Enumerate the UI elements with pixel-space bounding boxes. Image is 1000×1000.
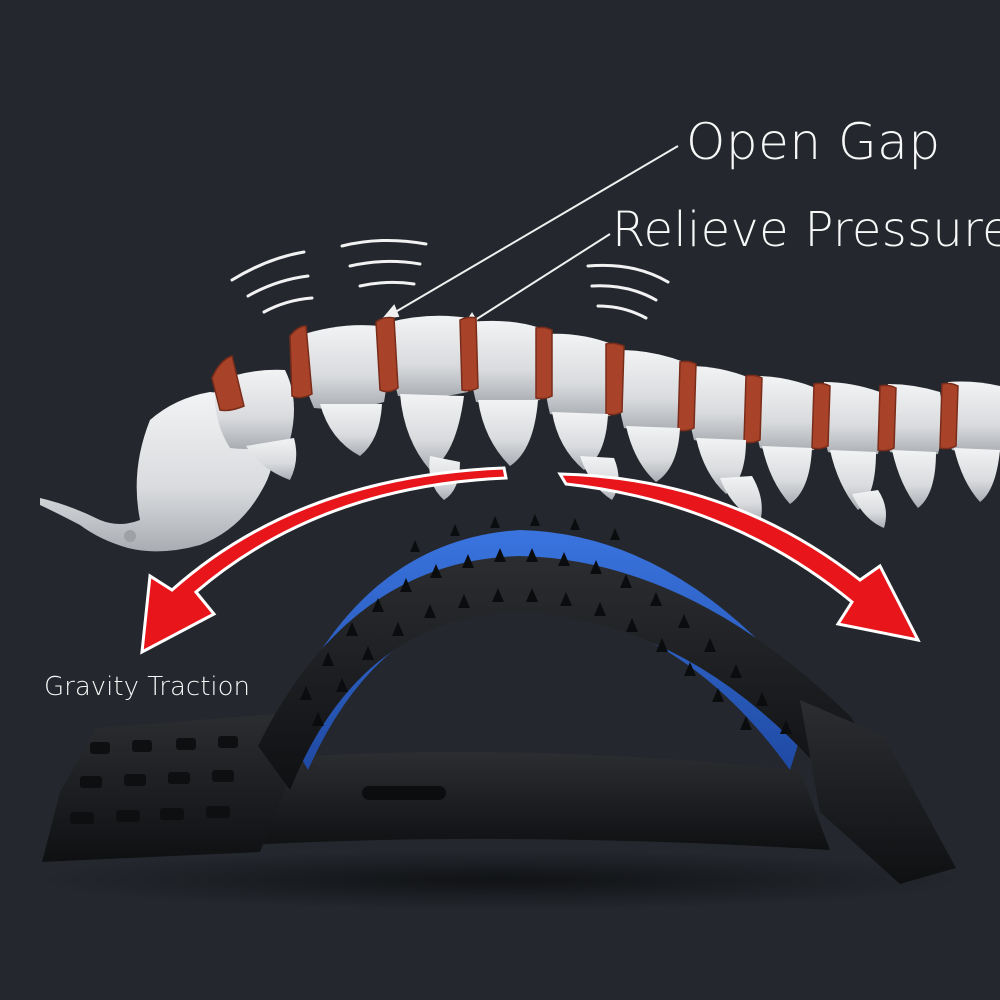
vibration-lines <box>230 238 670 320</box>
gravity-traction-label: Gravity Traction <box>44 672 251 702</box>
arrow-left <box>140 466 508 655</box>
stretcher-left-step <box>42 714 288 862</box>
sacrum <box>40 392 275 552</box>
traction-arrows <box>140 466 921 655</box>
stretcher-right-foot <box>800 700 956 884</box>
back-stretcher <box>42 514 956 884</box>
massage-nodes <box>300 514 792 734</box>
open-gap-label: Open Gap <box>686 113 941 171</box>
arrow-right <box>557 472 921 643</box>
stretcher-arch <box>258 556 880 790</box>
stretcher-base <box>230 752 830 850</box>
spine <box>40 315 1000 552</box>
relieve-pressure-label: Relieve Pressure <box>612 202 1000 258</box>
